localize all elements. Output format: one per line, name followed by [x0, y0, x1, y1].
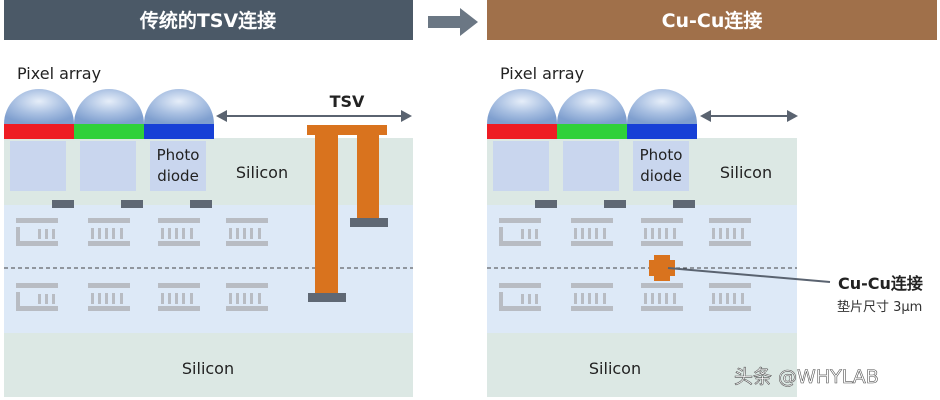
- right-microlens-3: [627, 89, 697, 124]
- double-arrow-icon: [216, 110, 412, 122]
- left-filter-red: [4, 124, 74, 139]
- left-photodiode-label-1: Photo: [157, 146, 200, 164]
- left-pad-1: [52, 200, 74, 208]
- right-silicon-bottom-label: Silicon: [589, 359, 641, 378]
- bond-size-label: 垫片尺寸 3μm: [837, 299, 922, 315]
- left-pixel-array-label: Pixel array: [17, 64, 101, 83]
- right-panel: Cu-Cu连接 Pixel array Photo diode Silicon: [487, 0, 937, 397]
- left-circuit-blocks: [16, 218, 268, 311]
- left-panel: 传统的TSV连接 Pixel array Photo diode Silicon: [4, 0, 413, 397]
- left-photodiode-1: [10, 141, 66, 191]
- right-pixel-array-label: Pixel array: [500, 64, 584, 83]
- left-microlens-2: [74, 89, 144, 124]
- left-header-bar: [4, 0, 413, 40]
- left-silicon-top: [4, 138, 413, 205]
- right-photodiode-3: [633, 141, 689, 191]
- right-pad-3: [673, 200, 695, 208]
- right-photodiode-2: [563, 141, 619, 191]
- right-silicon-bottom: [487, 333, 797, 397]
- left-header-title: 传统的TSV连接: [139, 9, 276, 32]
- right-photodiode-label-2: diode: [640, 167, 682, 185]
- right-circuit-blocks: [499, 218, 751, 311]
- left-silicon-bottom: [4, 333, 413, 397]
- right-photodiode-1: [493, 141, 549, 191]
- watermark: 头条 @WHYLAB: [734, 366, 879, 388]
- right-microlens-1: [487, 89, 557, 124]
- left-photodiode-3: [150, 141, 206, 191]
- cu-cu-label: Cu-Cu连接: [838, 274, 923, 293]
- right-header-title: Cu-Cu连接: [662, 9, 763, 32]
- right-microlens-2: [557, 89, 627, 124]
- right-pad-1: [535, 200, 557, 208]
- double-arrow-icon: [700, 110, 798, 122]
- left-microlens-3: [144, 89, 214, 124]
- left-pad-3: [190, 200, 212, 208]
- right-interconnect-layer: [487, 205, 797, 333]
- left-filter-blue: [144, 124, 214, 139]
- right-filter-red: [487, 124, 557, 139]
- left-pad-2: [121, 200, 143, 208]
- left-microlens-1: [4, 89, 74, 124]
- left-filter-green: [74, 124, 144, 139]
- left-interconnect-layer: [4, 205, 413, 333]
- left-silicon-bottom-label: Silicon: [182, 359, 234, 378]
- cu-cu-callout-line: [667, 267, 831, 283]
- tsv-label: TSV: [330, 92, 365, 111]
- left-silicon-top-label: Silicon: [236, 163, 288, 182]
- right-pad-2: [604, 200, 626, 208]
- right-filter-green: [557, 124, 627, 139]
- right-header-bar: [487, 0, 937, 40]
- cu-cu-bond-pad: [649, 255, 675, 281]
- right-filter-blue: [627, 124, 697, 139]
- right-arrow-icon: [428, 8, 478, 36]
- right-silicon-top-label: Silicon: [720, 163, 772, 182]
- tsv-structure: [307, 125, 388, 302]
- left-photodiode-2: [80, 141, 136, 191]
- right-photodiode-label-1: Photo: [640, 146, 683, 164]
- left-photodiode-label-2: diode: [157, 167, 199, 185]
